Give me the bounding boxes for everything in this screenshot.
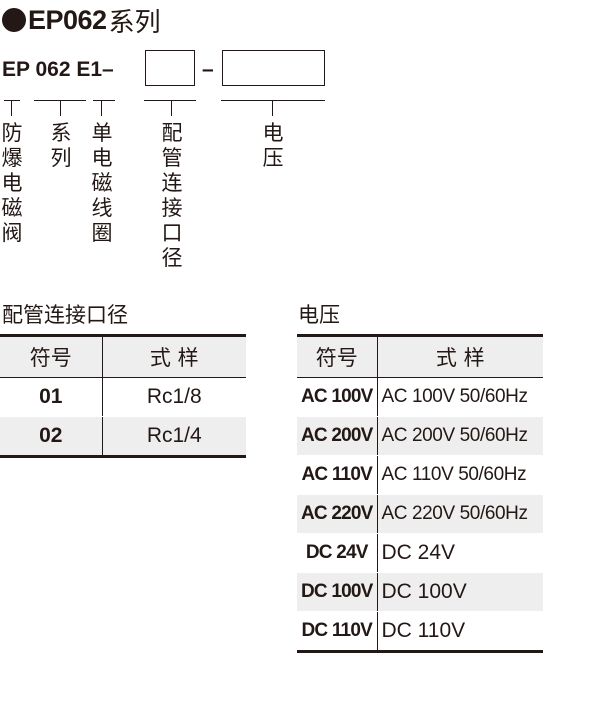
label-explosion-proof: 防爆电磁阀 — [1, 121, 23, 245]
row-code: 02 — [0, 416, 103, 457]
row-value: DC 24V — [377, 533, 543, 573]
model-dash: – — [202, 58, 214, 81]
row-value: Rc1/4 — [102, 416, 246, 457]
header-spec: 式 样 — [102, 335, 246, 378]
row-value: Rc1/8 — [102, 377, 246, 417]
port-size-box — [145, 50, 195, 86]
table-row: AC 220V AC 220V 50/60Hz — [297, 494, 543, 534]
row-value: DC 110V — [377, 611, 543, 652]
row-value: DC 100V — [377, 572, 543, 612]
bracket-voltage — [221, 100, 325, 101]
row-code: DC 110V — [297, 611, 378, 652]
bracket-port-size — [144, 100, 196, 101]
port-table-caption: 配管连接口径 — [2, 303, 128, 327]
row-code: AC 100V — [297, 377, 378, 417]
table-row: DC 24V DC 24V — [297, 533, 543, 573]
tick-explosion-proof — [11, 100, 12, 116]
header-symbol: 符号 — [297, 335, 378, 378]
row-code: 01 — [0, 377, 103, 417]
port-size-table: 符号 式 样 01 Rc1/8 02 Rc1/4 — [0, 334, 246, 458]
row-value: AC 220V 50/60Hz — [377, 494, 543, 534]
tick-voltage — [272, 100, 273, 116]
table-row: DC 100V DC 100V — [297, 572, 543, 612]
header-spec: 式 样 — [377, 335, 543, 378]
row-value: AC 110V 50/60Hz — [377, 455, 543, 495]
table-header-row: 符号 式 样 — [0, 335, 246, 378]
label-port-size: 配管连接口径 — [161, 121, 183, 270]
voltage-table: 符号 式 样 AC 100V AC 100V 50/60Hz AC 200V A… — [297, 334, 543, 653]
row-code: DC 100V — [297, 572, 378, 612]
row-code: AC 110V — [297, 455, 378, 495]
page-title: EP062 系列 — [2, 3, 161, 38]
bullet-icon — [2, 8, 26, 32]
tick-single-coil — [101, 100, 102, 116]
title-suffix: 系列 — [108, 7, 161, 38]
table-row: 02 Rc1/4 — [0, 416, 246, 457]
header-symbol: 符号 — [0, 335, 103, 378]
table-row: AC 200V AC 200V 50/60Hz — [297, 416, 543, 456]
row-code: AC 220V — [297, 494, 378, 534]
label-series: 系列 — [50, 121, 72, 170]
model-prefix: EP 062 E1– — [2, 58, 114, 81]
table-header-row: 符号 式 样 — [297, 335, 543, 378]
bracket-explosion-proof — [4, 100, 20, 101]
table-row: AC 110V AC 110V 50/60Hz — [297, 455, 543, 495]
title-code: EP062 — [28, 4, 107, 35]
row-code: DC 24V — [297, 533, 378, 573]
label-single-coil: 单电磁线圈 — [91, 121, 113, 245]
table-row: DC 110V DC 110V — [297, 611, 543, 652]
row-value: AC 100V 50/60Hz — [377, 377, 543, 417]
tick-series — [60, 100, 61, 116]
label-voltage: 电压 — [262, 121, 284, 170]
voltage-box — [222, 50, 325, 86]
tick-port-size — [171, 100, 172, 116]
table-row: AC 100V AC 100V 50/60Hz — [297, 377, 543, 417]
row-code: AC 200V — [297, 416, 378, 456]
row-value: AC 200V 50/60Hz — [377, 416, 543, 456]
table-row: 01 Rc1/8 — [0, 377, 246, 417]
bracket-single-coil — [93, 100, 115, 101]
voltage-table-caption: 电压 — [298, 303, 340, 327]
